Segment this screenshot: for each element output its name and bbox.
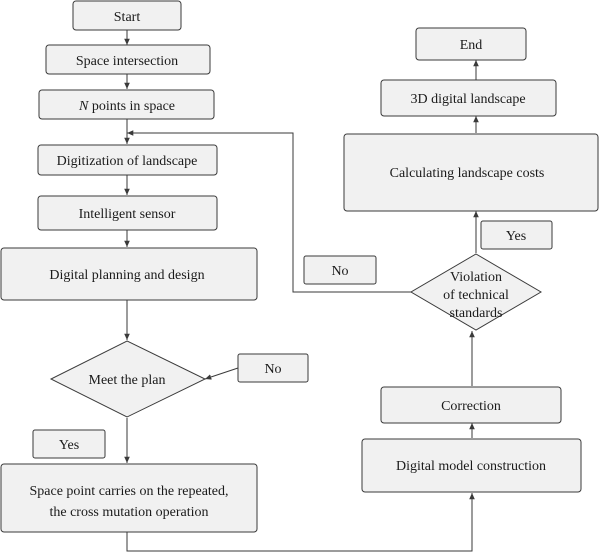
n-variable: N	[78, 99, 89, 114]
node-digital-model-label: Digital model construction	[396, 459, 546, 474]
n-points-text: points in space	[88, 99, 175, 114]
node-digitization: Digitization of landscape	[37, 144, 218, 176]
label-meet-plan-no: No	[237, 353, 309, 383]
arrow-spacepoint-to-modelconstruction	[126, 493, 475, 552]
node-end-label: End	[460, 38, 483, 53]
node-3d-digital-landscape-label: 3D digital landscape	[410, 92, 525, 107]
node-calculating-costs-label: Calculating landscape costs	[390, 166, 545, 181]
decision-violation-line3: standards	[450, 306, 503, 321]
label-violation-no: No	[303, 255, 377, 285]
node-space-point-line1: Space point carries on the repeated,	[29, 484, 228, 499]
node-intelligent-sensor: Intelligent sensor	[37, 195, 218, 231]
label-meet-plan-yes-text: Yes	[59, 438, 79, 453]
node-correction-label: Correction	[441, 399, 501, 414]
decision-violation: Violation of technical standards	[410, 253, 542, 331]
label-meet-plan-no-text: No	[264, 362, 281, 377]
decision-meet-plan: Meet the plan	[49, 340, 207, 418]
node-digitization-label: Digitization of landscape	[57, 154, 198, 169]
node-end: End	[415, 27, 527, 61]
label-meet-plan-yes: Yes	[32, 429, 106, 459]
node-3d-digital-landscape: 3D digital landscape	[380, 79, 557, 117]
node-digital-planning: Digital planning and design	[0, 247, 258, 301]
node-space-point: Space point carries on the repeated, the…	[0, 463, 258, 533]
node-correction: Correction	[380, 386, 562, 424]
decision-violation-line1: Violation	[450, 270, 502, 285]
node-n-points-label: N points in space	[78, 99, 175, 114]
arrow-meetplan-no-loop	[204, 367, 239, 380]
label-violation-yes-text: Yes	[506, 229, 526, 244]
label-violation-no-text: No	[331, 264, 348, 279]
node-start-label: Start	[114, 10, 141, 25]
node-n-points: N points in space	[38, 89, 215, 120]
decision-meet-plan-label: Meet the plan	[89, 373, 166, 388]
arrow-violation-no-loop	[127, 130, 411, 293]
node-space-intersection: Space intersection	[45, 44, 211, 75]
node-intelligent-sensor-label: Intelligent sensor	[79, 207, 176, 222]
node-digital-model: Digital model construction	[361, 438, 582, 493]
decision-violation-line2: of technical	[443, 288, 509, 303]
connectors	[124, 30, 479, 552]
node-start: Start	[72, 0, 182, 31]
label-violation-yes: Yes	[480, 220, 553, 250]
node-digital-planning-label: Digital planning and design	[49, 268, 204, 283]
node-calculating-costs: Calculating landscape costs	[343, 133, 599, 212]
node-space-intersection-label: Space intersection	[76, 54, 178, 69]
node-space-point-line2: the cross mutation operation	[49, 505, 208, 520]
